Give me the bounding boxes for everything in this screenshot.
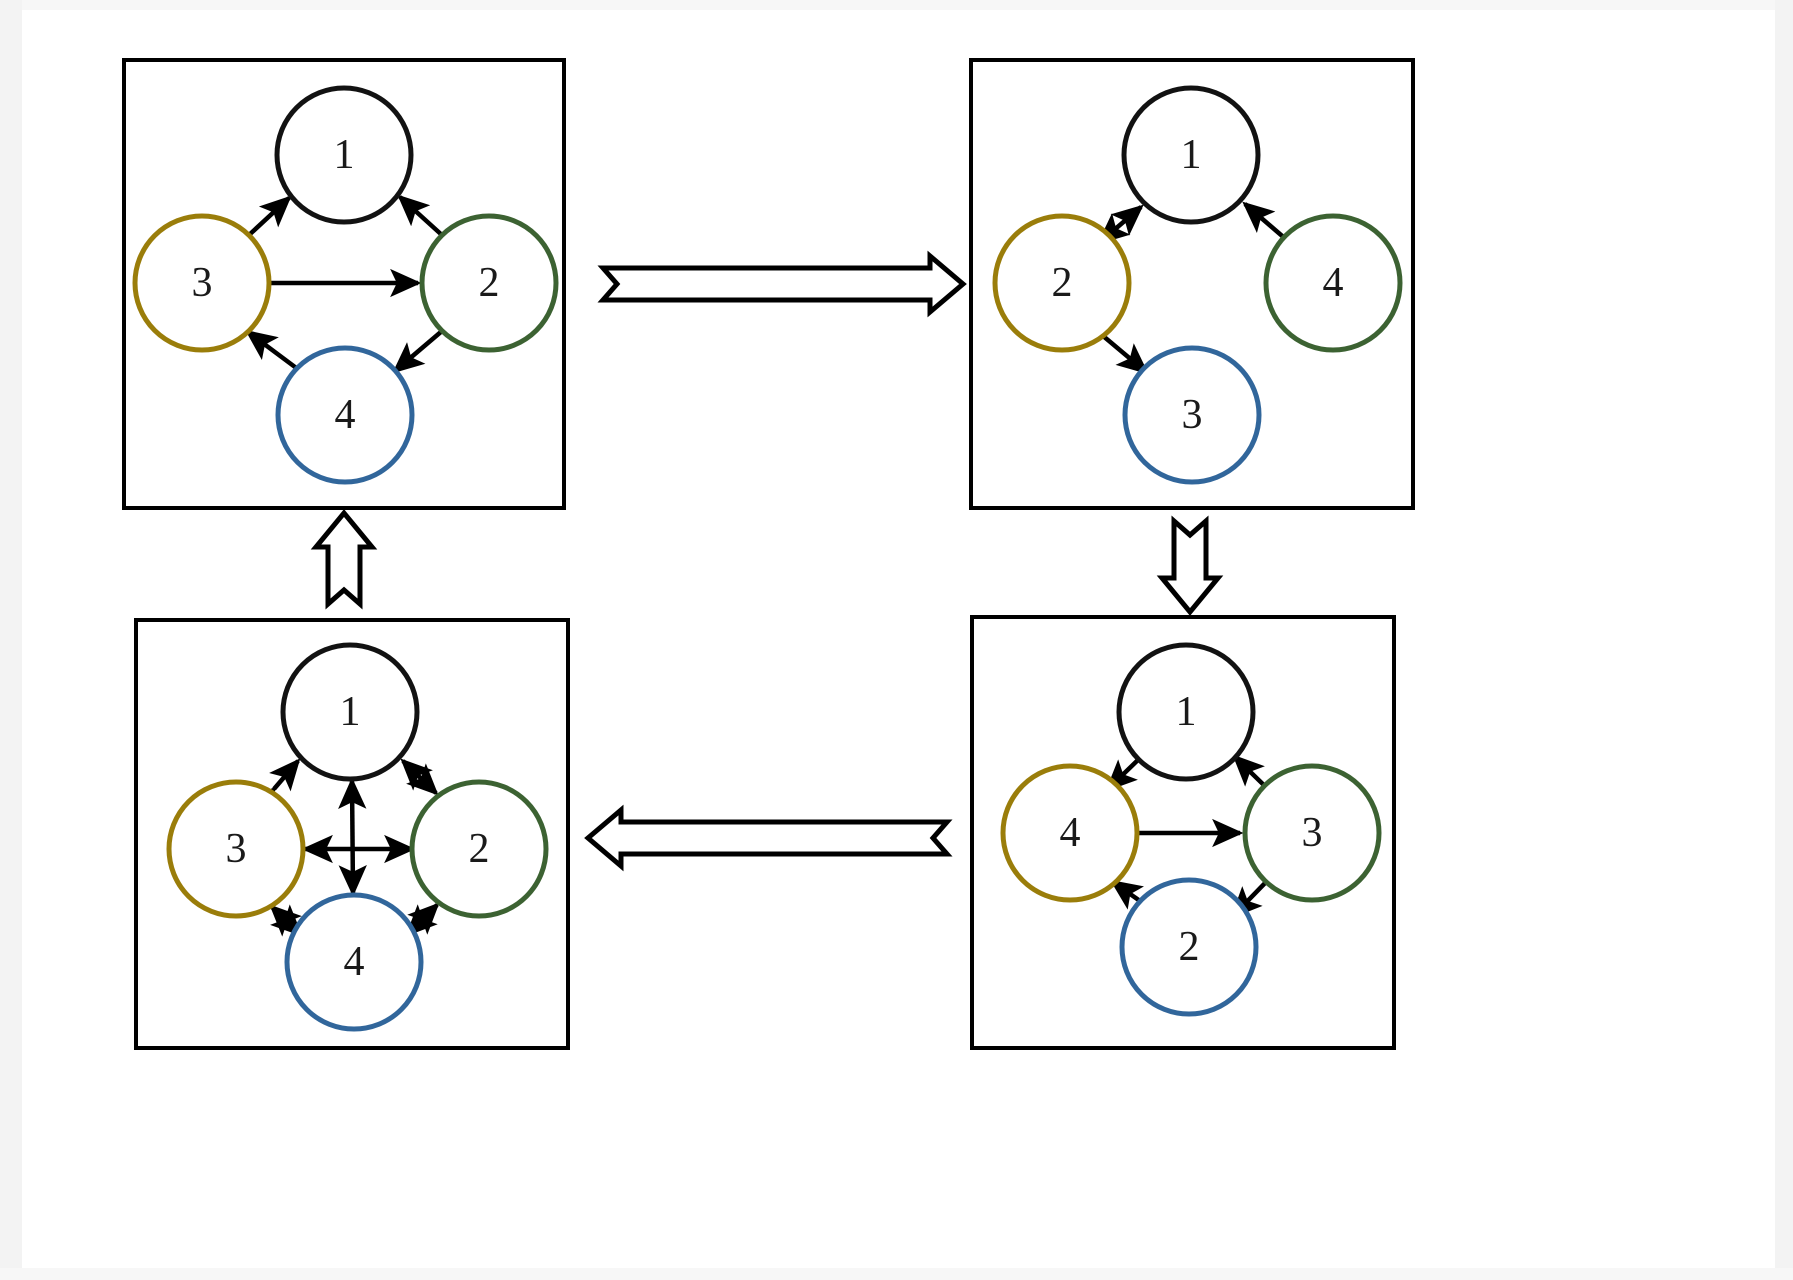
node-left-circle[interactable] — [132, 213, 272, 353]
panel-top-right[interactable]: 1 2 4 3 — [969, 58, 1415, 510]
edge-3-to-1 — [247, 195, 292, 237]
node-top-label: 1 — [334, 132, 355, 178]
node-top-circle[interactable] — [1116, 642, 1256, 782]
page-margin-bottom — [0, 1268, 1793, 1280]
page-margin-top — [0, 0, 1793, 10]
flow-arrow-bottom — [584, 804, 953, 872]
node-right-label: 2 — [479, 260, 500, 306]
panel-bottom-left[interactable]: 1 3 2 4 — [134, 618, 570, 1050]
node-top-label: 1 — [1181, 132, 1202, 178]
edge-group — [245, 758, 440, 937]
edge-1-to-4-double — [338, 777, 367, 897]
node-right-circle[interactable] — [409, 779, 549, 919]
node-left-circle[interactable] — [166, 779, 306, 919]
node-bottom-circle[interactable] — [1119, 877, 1259, 1017]
edge-1-to-3-double — [245, 758, 301, 820]
node-bottom-circle[interactable] — [284, 892, 424, 1032]
node-bottom-label: 4 — [344, 939, 365, 985]
node-group: 1 4 3 2 — [1000, 642, 1382, 1017]
node-right-label: 2 — [469, 826, 490, 872]
page-margin-right — [1775, 0, 1793, 1280]
node-right-circle[interactable] — [1263, 213, 1403, 353]
node-left-label: 3 — [192, 260, 213, 306]
flow-arrow-top — [597, 250, 967, 318]
edge-2-to-1 — [397, 194, 445, 238]
node-left-label: 4 — [1060, 810, 1081, 856]
node-bottom-label: 4 — [335, 392, 356, 438]
node-bottom-label: 3 — [1182, 392, 1203, 438]
edge-1-to-2-double — [400, 758, 439, 796]
node-top-label: 1 — [340, 689, 361, 735]
node-top-label: 1 — [1176, 689, 1197, 735]
panel-bottom-right[interactable]: 1 4 3 2 — [970, 615, 1396, 1050]
node-top-circle[interactable] — [280, 642, 420, 782]
node-right-label: 3 — [1302, 810, 1323, 856]
edge-group — [245, 194, 445, 374]
node-group: 1 3 2 4 — [132, 85, 559, 485]
node-right-circle[interactable] — [1242, 763, 1382, 903]
node-left-circle[interactable] — [992, 213, 1132, 353]
flow-arrow-right — [1156, 515, 1224, 616]
node-left-circle[interactable] — [1000, 763, 1140, 903]
edge-4-to-1 — [1242, 201, 1290, 243]
node-left-label: 3 — [226, 826, 247, 872]
node-right-circle[interactable] — [419, 213, 559, 353]
edge-2-to-4 — [392, 329, 444, 374]
node-group: 1 3 2 4 — [166, 642, 549, 1032]
node-top-circle[interactable] — [274, 85, 414, 225]
node-bottom-circle[interactable] — [275, 345, 415, 485]
page-margin-left — [0, 0, 22, 1280]
node-group: 1 2 4 3 — [992, 85, 1403, 485]
node-left-label: 2 — [1052, 260, 1073, 306]
flow-arrow-left — [310, 509, 378, 610]
node-top-circle[interactable] — [1121, 85, 1261, 225]
node-bottom-label: 2 — [1179, 924, 1200, 970]
edge-4-to-3 — [245, 329, 301, 372]
node-bottom-circle[interactable] — [1122, 345, 1262, 485]
node-right-label: 4 — [1323, 260, 1344, 306]
panel-top-left[interactable]: 1 3 2 4 — [122, 58, 566, 510]
